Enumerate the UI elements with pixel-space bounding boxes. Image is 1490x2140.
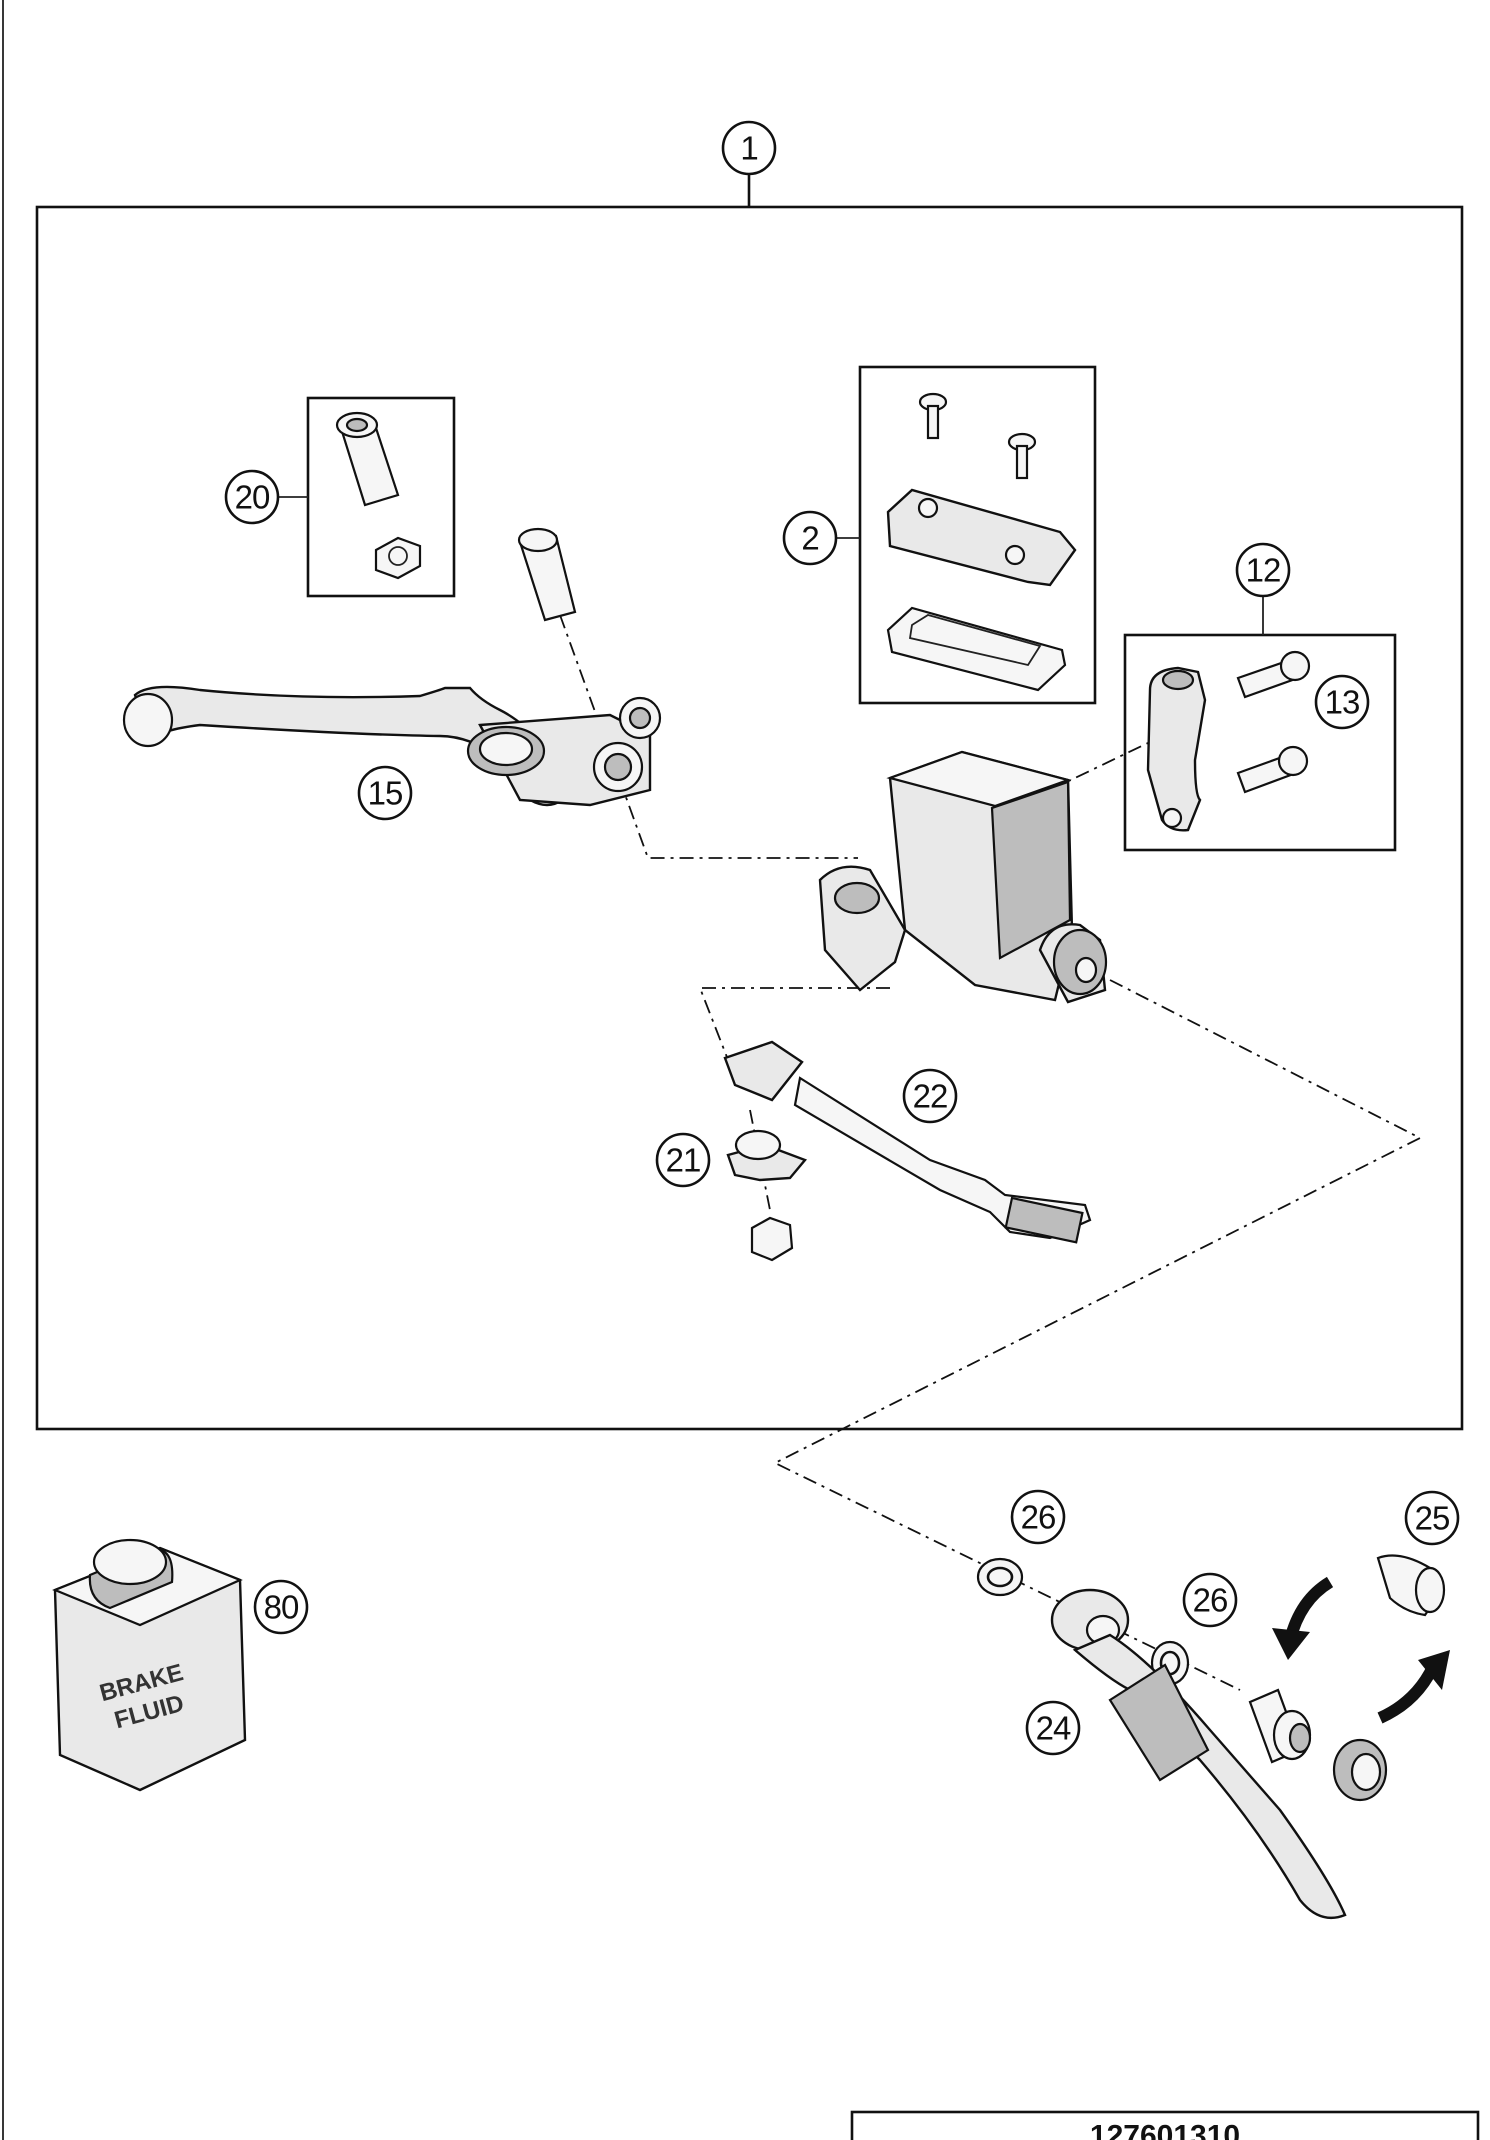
callout-26-left: 26 xyxy=(1010,1489,1066,1545)
dust-cap xyxy=(1332,1738,1388,1802)
callout-12: 12 xyxy=(1235,542,1291,598)
rotate-arrowhead-lower xyxy=(1418,1650,1450,1690)
callout-24: 24 xyxy=(1025,1700,1081,1756)
switch-bracket-part-21 xyxy=(726,1129,808,1262)
rotate-arrowhead-upper xyxy=(1272,1628,1310,1660)
callout-15: 15 xyxy=(357,765,413,821)
washer-part-26-left xyxy=(976,1557,1024,1597)
axis-piston xyxy=(559,614,858,859)
callout-21: 21 xyxy=(655,1132,711,1188)
svg-text:12: 12 xyxy=(1246,552,1281,589)
callout-20: 20 xyxy=(224,469,280,525)
bleeder-screw-part-25 xyxy=(1248,1688,1312,1764)
bolt-part-13-lower xyxy=(1236,745,1309,794)
cover-screws-part-2 xyxy=(918,392,1037,480)
brake-switch-part-22 xyxy=(723,1040,1092,1244)
drawing-number: 127601310 xyxy=(1090,2120,1240,2140)
master-cylinder-body xyxy=(818,750,1108,1004)
bleeder-cap-part-25 xyxy=(1376,1554,1446,1617)
svg-text:13: 13 xyxy=(1325,684,1360,721)
axis-banjo xyxy=(772,979,1422,1691)
bolt-part-13-upper xyxy=(1236,650,1311,699)
svg-text:15: 15 xyxy=(368,775,403,812)
reservoir-cover-part-2 xyxy=(886,488,1077,587)
lever-bushing xyxy=(517,527,577,622)
callout-2: 2 xyxy=(782,510,838,566)
clamp-part-12 xyxy=(1146,666,1207,832)
svg-text:24: 24 xyxy=(1036,1710,1071,1747)
svg-text:25: 25 xyxy=(1415,1500,1450,1537)
svg-text:26: 26 xyxy=(1193,1582,1228,1619)
callout-13: 13 xyxy=(1314,674,1370,730)
callout-25: 25 xyxy=(1404,1490,1460,1546)
drawing-number-box: 127601310 xyxy=(850,2110,1480,2140)
group-box-2 xyxy=(858,365,1097,705)
callout-26-right: 26 xyxy=(1182,1572,1238,1628)
bushing-part-20 xyxy=(335,411,400,507)
lever-part-15 xyxy=(122,685,662,807)
callout-1: 1 xyxy=(721,120,777,176)
assembly-frame xyxy=(35,205,1464,1431)
svg-text:21: 21 xyxy=(666,1142,701,1179)
callout-80: 80 xyxy=(253,1579,309,1635)
group-box-12 xyxy=(1123,633,1397,852)
svg-text:1: 1 xyxy=(740,130,757,167)
nut-part-20 xyxy=(374,536,422,580)
axis-switch xyxy=(698,987,890,1071)
svg-text:26: 26 xyxy=(1021,1499,1056,1536)
callout-22: 22 xyxy=(902,1068,958,1124)
svg-text:22: 22 xyxy=(913,1078,948,1115)
brake-fluid-bottle-part-80: BRAKE FLUID xyxy=(52,1538,247,1792)
reservoir-gasket-part-2 xyxy=(886,606,1067,692)
svg-text:20: 20 xyxy=(235,479,270,516)
svg-text:2: 2 xyxy=(801,520,818,557)
brake-line-part-24 xyxy=(1050,1588,1347,1920)
svg-text:80: 80 xyxy=(264,1589,299,1626)
